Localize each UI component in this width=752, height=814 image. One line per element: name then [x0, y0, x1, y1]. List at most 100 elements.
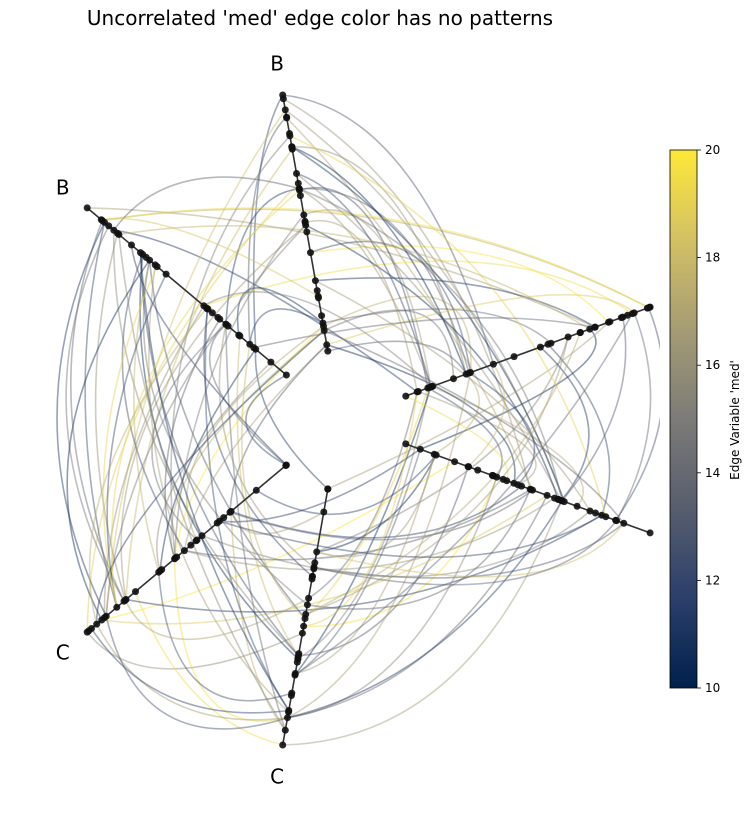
- edge: [230, 485, 523, 539]
- node: [226, 508, 234, 516]
- edge: [130, 244, 287, 466]
- edge: [547, 343, 611, 516]
- edge: [247, 116, 288, 345]
- edge: [225, 324, 287, 731]
- edge: [561, 316, 627, 502]
- edge: [298, 466, 469, 657]
- edge: [112, 230, 299, 657]
- edge: [310, 240, 472, 373]
- node: [288, 143, 296, 151]
- edge: [204, 308, 290, 711]
- edge: [282, 500, 562, 746]
- node: [93, 620, 101, 628]
- edge: [203, 308, 313, 578]
- edge: [134, 591, 283, 746]
- node: [200, 302, 208, 310]
- node: [606, 318, 614, 326]
- edge: [291, 146, 467, 375]
- edge: [105, 109, 286, 617]
- edge: [405, 395, 509, 481]
- node: [246, 340, 254, 348]
- node: [83, 204, 91, 212]
- edge: [164, 318, 221, 560]
- edge: [296, 172, 432, 388]
- edge: [433, 373, 480, 455]
- edge: [139, 254, 299, 660]
- edge: [295, 172, 562, 501]
- edge: [219, 514, 603, 559]
- node: [451, 458, 459, 466]
- edge: [157, 572, 293, 702]
- colorbar-gradient: [669, 149, 698, 689]
- node: [518, 482, 525, 490]
- node: [296, 192, 304, 200]
- axis-layer: [86, 94, 651, 746]
- edge: [86, 631, 303, 670]
- node: [286, 130, 293, 137]
- edge: [236, 335, 300, 657]
- edge: [173, 214, 305, 559]
- edge: [156, 361, 272, 572]
- edge: [110, 189, 301, 608]
- edge: [287, 500, 563, 719]
- edge: [118, 234, 286, 731]
- edge: [427, 387, 503, 478]
- node: [301, 217, 309, 225]
- edge: [313, 520, 618, 586]
- axis-label-3: C: [56, 641, 70, 665]
- node: [573, 502, 581, 510]
- node: [162, 270, 170, 278]
- node: [323, 341, 331, 349]
- node: [155, 568, 163, 576]
- edge: [282, 94, 495, 365]
- edge: [139, 252, 300, 657]
- node: [646, 303, 654, 311]
- edge: [315, 279, 591, 512]
- edge: [102, 207, 649, 309]
- node: [613, 517, 620, 525]
- edge: [125, 148, 293, 600]
- edge: [95, 329, 325, 625]
- node: [293, 170, 300, 177]
- edge: [102, 208, 649, 309]
- edge: [294, 313, 634, 676]
- node: [602, 513, 610, 521]
- edge: [253, 317, 595, 349]
- node: [586, 507, 594, 515]
- node: [281, 106, 289, 114]
- axis-label-2: C: [270, 765, 284, 789]
- node: [252, 486, 260, 494]
- edge: [245, 374, 287, 466]
- edge: [431, 385, 584, 507]
- node: [592, 509, 599, 517]
- node: [282, 462, 290, 469]
- edge: [303, 209, 432, 388]
- edge: [305, 332, 581, 616]
- node: [235, 331, 243, 339]
- edge: [313, 522, 625, 579]
- node: [214, 313, 222, 321]
- node: [180, 547, 188, 555]
- edge: [326, 293, 635, 346]
- node: [283, 113, 291, 121]
- edge: [310, 245, 610, 323]
- node: [151, 261, 159, 269]
- node: [213, 519, 221, 527]
- edge: [101, 494, 548, 625]
- edge: [307, 488, 531, 610]
- edge: [297, 387, 431, 660]
- hive-plot: AACCBB: [56, 52, 660, 789]
- colorbar-tick-label: 20: [705, 143, 720, 157]
- node: [414, 388, 422, 395]
- edge: [105, 224, 307, 617]
- edge: [287, 372, 472, 719]
- edge: [66, 259, 151, 621]
- edge: [218, 324, 315, 569]
- edge: [148, 260, 306, 620]
- edge: [284, 109, 565, 502]
- edge: [88, 307, 208, 625]
- node: [311, 277, 319, 285]
- node: [320, 508, 328, 516]
- node: [489, 360, 497, 368]
- edge: [316, 454, 437, 553]
